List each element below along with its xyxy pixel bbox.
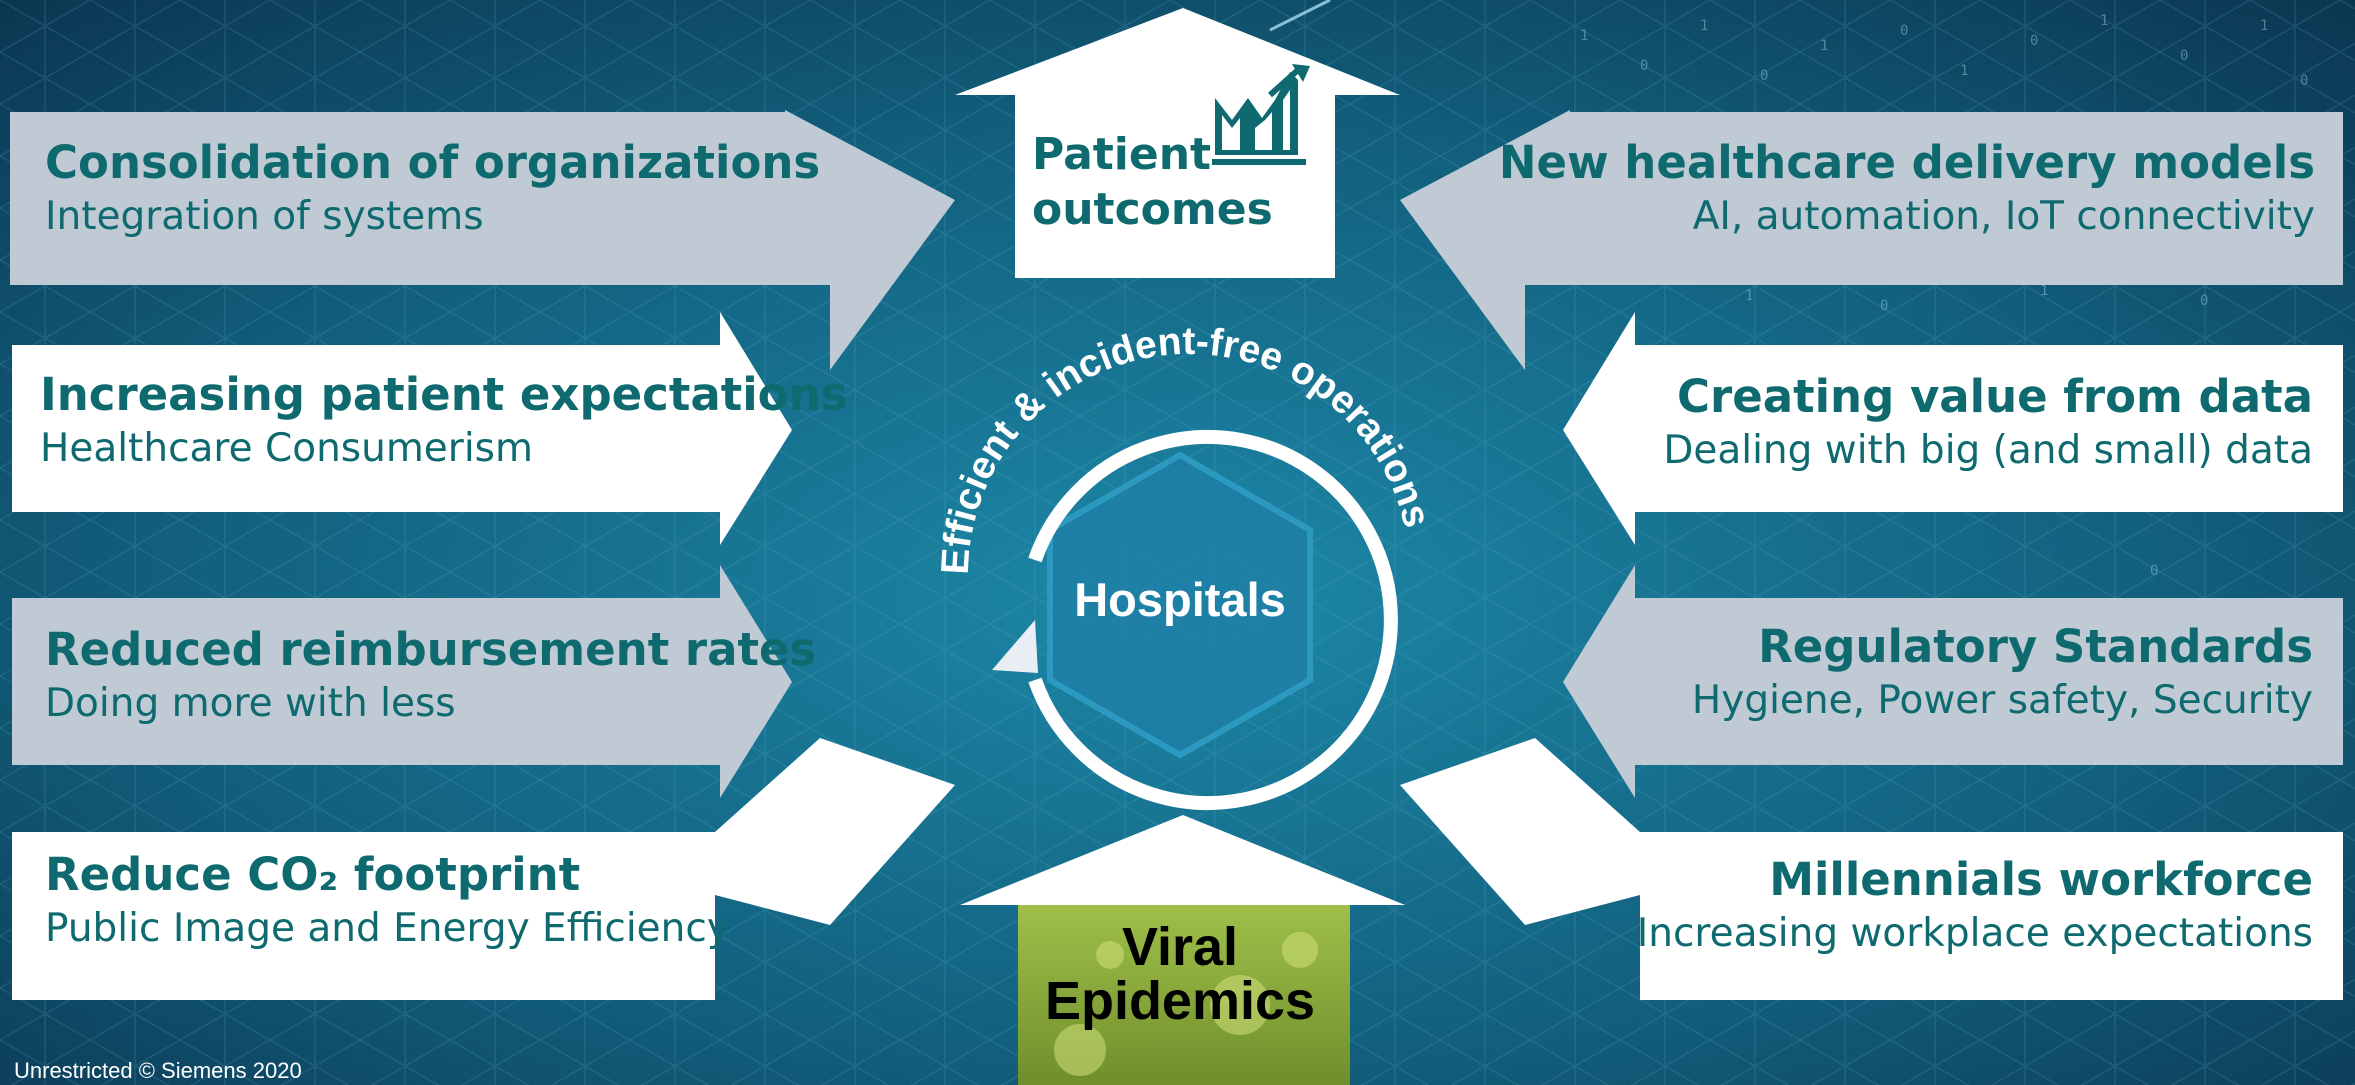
operations-cycle-ring <box>1028 430 1398 810</box>
patient-outcomes-line1: Patient <box>1032 129 1212 180</box>
svg-text:1: 1 <box>1700 18 1708 34</box>
svg-text:0: 0 <box>1640 58 1648 74</box>
driver-subtitle: Doing more with less <box>45 680 456 726</box>
cycle-arrowhead <box>992 620 1038 673</box>
driver-subtitle: Increasing workplace expectations <box>1636 910 2313 956</box>
arrow-regulatory <box>1563 565 2343 798</box>
svg-text:1: 1 <box>2260 18 2268 34</box>
driver-delivery-models: New healthcare delivery models AI, autom… <box>1499 138 2315 238</box>
driver-title: New healthcare delivery models <box>1498 136 2315 189</box>
patient-outcomes-label: Patient outcomes <box>1032 127 1273 237</box>
viral-epidemics-label: Viral Epidemics <box>1020 920 1340 1028</box>
driver-millennials: Millennials workforce Increasing workpla… <box>1637 855 2313 955</box>
arrow-consolidation <box>10 110 955 370</box>
arrow-value-from-data <box>1563 312 2343 545</box>
driver-subtitle: Hygiene, Power safety, Security <box>1691 677 2313 723</box>
copyright-footer: Unrestricted © Siemens 2020 <box>14 1058 302 1083</box>
driver-subtitle: AI, automation, IoT connectivity <box>1692 193 2315 239</box>
svg-text:1: 1 <box>2100 13 2108 29</box>
arrow-millennials <box>1400 738 2343 1000</box>
hospitals-label: Hospitals <box>1074 573 1286 626</box>
svg-text:0: 0 <box>2180 48 2188 64</box>
driver-subtitle: Public Image and Energy Efficiency <box>45 905 730 951</box>
light-streak <box>1269 0 1331 32</box>
driver-title: Increasing patient expectations <box>40 368 848 421</box>
svg-text:1: 1 <box>1820 38 1828 54</box>
svg-text:1: 1 <box>1960 63 1968 79</box>
viral-epidemics-line2: Epidemics <box>1044 971 1316 1031</box>
chart-growth-icon <box>1212 64 1310 165</box>
driver-title: Reduced reimbursement rates <box>45 623 817 676</box>
svg-text:1: 1 <box>1745 288 1753 304</box>
patient-outcomes-line2: outcomes <box>1032 184 1273 235</box>
driver-regulatory: Regulatory Standards Hygiene, Power safe… <box>1692 622 2313 722</box>
driver-subtitle: Healthcare Consumerism <box>40 425 533 471</box>
driver-title: Creating value from data <box>1677 370 2313 423</box>
driver-consolidation: Consolidation of organizations Integrati… <box>45 138 820 238</box>
svg-text:0: 0 <box>1900 23 1908 39</box>
svg-text:0: 0 <box>2200 293 2208 309</box>
driver-reimbursement: Reduced reimbursement rates Doing more w… <box>45 625 816 725</box>
viral-epidemics-line1: Viral <box>1121 917 1239 977</box>
arrow-reimbursement <box>12 565 792 798</box>
driver-title: Reduce CO₂ footprint <box>45 848 581 901</box>
driver-title: Millennials workforce <box>1769 853 2313 906</box>
driver-value-from-data: Creating value from data Dealing with bi… <box>1663 372 2313 472</box>
driver-subtitle: Integration of systems <box>45 193 484 239</box>
driver-co2: Reduce CO₂ footprint Public Image and En… <box>45 850 730 950</box>
driver-patient-expectations: Increasing patient expectations Healthca… <box>40 370 847 470</box>
arrow-patient-expectations <box>12 312 792 545</box>
svg-text:0: 0 <box>2150 563 2158 579</box>
driver-subtitle: Dealing with big (and small) data <box>1663 427 2313 473</box>
arrow-co2 <box>12 738 955 1000</box>
svg-text:0: 0 <box>1880 298 1888 314</box>
svg-text:1: 1 <box>1580 28 1588 44</box>
svg-text:0: 0 <box>2030 33 2038 49</box>
svg-text:0: 0 <box>2300 73 2308 89</box>
svg-text:0: 0 <box>1760 68 1768 84</box>
driver-title: Consolidation of organizations <box>45 136 821 189</box>
driver-title: Regulatory Standards <box>1758 620 2313 673</box>
binary-digits-decoration: 1 0 1 0 1 0 1 0 1 0 1 0 1 0 1 0 0 <box>1580 13 2308 579</box>
virus-particles <box>1054 932 1318 1076</box>
arrow-delivery-models <box>1400 110 2343 370</box>
svg-text:1: 1 <box>2040 283 2048 299</box>
